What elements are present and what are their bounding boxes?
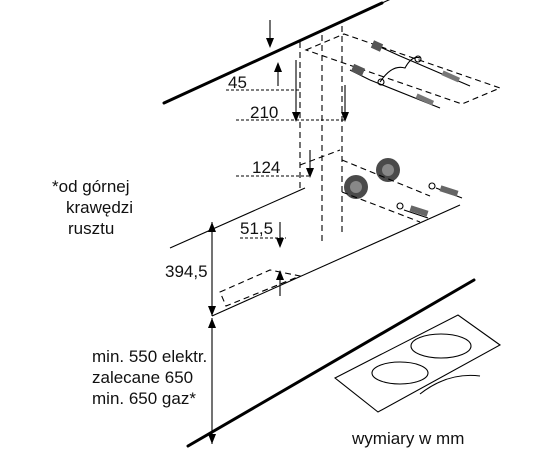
ceiling-edge-ext: [381, 0, 391, 4]
ceiling-edge: [162, 1, 384, 105]
hood-lower-outline: [219, 269, 302, 307]
min-height-notes: min. 550 elektr. zalecane 650 min. 650 g…: [92, 346, 207, 409]
dim-210-arrow: [292, 112, 300, 122]
hob-zone-2: [371, 361, 429, 385]
dim-label-45: 45: [228, 73, 247, 92]
dim-45-arrow-top: [266, 38, 274, 48]
hood-bottom-edge: [211, 204, 461, 317]
dim-124-arrow: [306, 168, 314, 178]
dim-394-5-arrow-top: [208, 222, 216, 232]
dim-51-5-arrow-bottom: [276, 270, 284, 280]
note-grate-line-3: rusztu: [68, 219, 115, 238]
bracket-screws: [349, 40, 471, 109]
bracket-plate-outline: [304, 33, 502, 105]
dim-min-height-arrow-bottom: [208, 434, 216, 444]
wall-bracket: [379, 56, 421, 83]
dim-min-height-arrow-top: [208, 318, 216, 328]
note-grate-line-1: *od górnej: [52, 177, 130, 196]
hob-zone-1: [410, 333, 472, 359]
dim-label-51-5: 51,5: [240, 219, 273, 238]
min-height-electric: min. 550 elektr.: [92, 347, 208, 366]
dim-label-394-5: 394,5: [165, 262, 208, 281]
hood-mount-fixtures: [341, 158, 463, 223]
chimney-guide-cross: [299, 149, 341, 166]
dim-label-124: 124: [252, 158, 280, 177]
dim-394-5-arrow-bottom: [208, 306, 216, 316]
units-note: wymiary w mm: [352, 429, 465, 448]
hob-top: [333, 314, 502, 413]
bracket-hole-1: [377, 78, 385, 86]
min-height-gas: min. 650 gaz*: [92, 389, 196, 408]
hob-zone-3: [419, 374, 481, 395]
dim-51-5-arrow: [276, 238, 284, 248]
min-height-recommended: zalecane 650: [92, 368, 194, 387]
dim-45-arrow-bottom: [274, 62, 282, 72]
hood-top-edge: [169, 187, 306, 249]
dim-label-210: 210: [250, 103, 278, 122]
note-grate-line-2: krawędzi: [66, 198, 134, 217]
hob-back-edge: [186, 278, 476, 448]
note-grate-edge: *od górnej krawędzi rusztu: [52, 176, 133, 239]
bracket-hole-2: [414, 55, 422, 63]
dim-210-arrow-right: [341, 112, 349, 122]
